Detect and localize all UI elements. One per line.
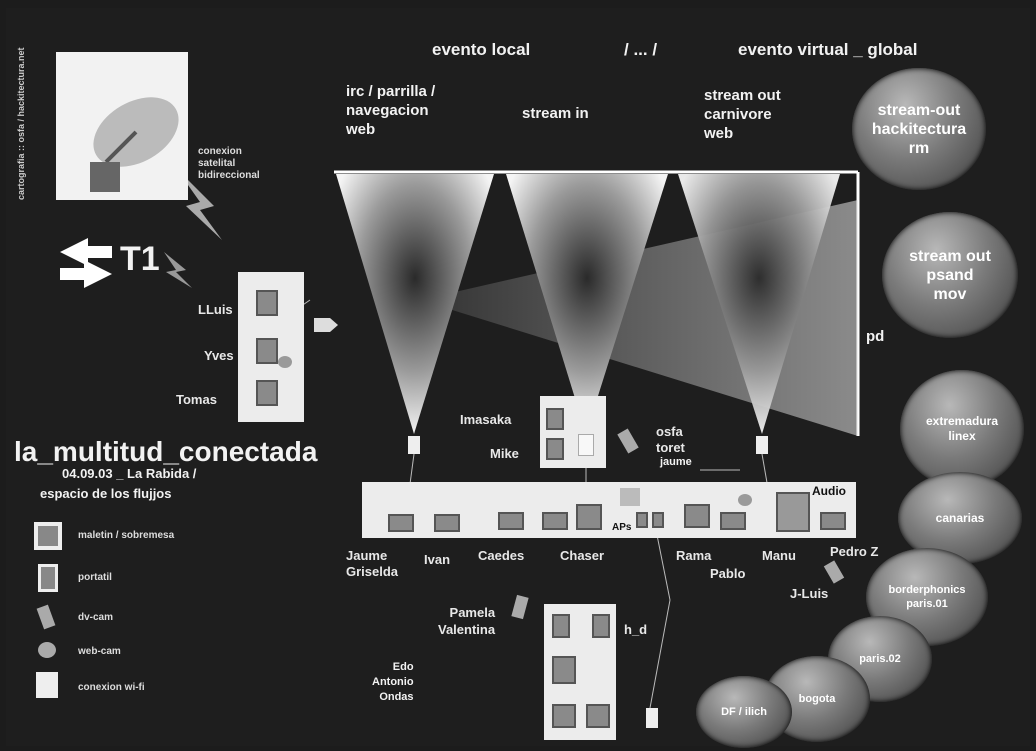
projector-icon <box>408 436 420 454</box>
maletin-icon <box>552 656 576 684</box>
aps-label: APs <box>612 522 632 533</box>
legend-label: dv-cam <box>78 612 114 623</box>
title-date: 04.09.03 _ La Rabida / <box>62 466 197 481</box>
web-cam-icon <box>38 642 56 658</box>
satellite-dish-image <box>56 52 188 200</box>
laptop-icon <box>256 380 278 406</box>
person-yves: Yves <box>204 348 234 363</box>
lightning-icon <box>176 168 222 240</box>
person-pablo: Pablo <box>710 566 746 581</box>
webcam-icon <box>738 494 752 506</box>
person-mike: Mike <box>490 446 519 461</box>
webcam-icon <box>278 356 292 368</box>
projector-icon <box>646 708 658 728</box>
header-global: evento virtual _ global <box>738 40 918 59</box>
projector-icon <box>756 436 768 454</box>
laptop-icon <box>256 290 278 316</box>
lightning-icon <box>164 252 192 288</box>
wifi-icon <box>620 488 640 506</box>
header-separator: / ... / <box>624 40 658 59</box>
legend-label: conexion wi-fi <box>78 682 145 693</box>
node-df-ilich: DF / ilich <box>696 676 792 748</box>
person-manu: Manu <box>762 548 796 563</box>
arrow-right-icon <box>60 260 112 288</box>
left-panel <box>238 272 304 422</box>
person-toret: toret <box>656 440 685 455</box>
laptop-icon <box>592 614 610 638</box>
wifi-icon <box>36 672 58 698</box>
person-jluis: J-Luis <box>790 586 829 601</box>
person-pedro: Pedro Z <box>830 544 879 559</box>
main-table-panel <box>362 482 856 538</box>
person-caedes: Caedes <box>478 548 525 563</box>
portatil-icon <box>38 564 58 592</box>
ap-icon <box>652 512 664 528</box>
credit-text: cartografia :: osfa / hackitectura.net <box>16 47 26 200</box>
arrow-out-icon <box>314 318 338 332</box>
audio-label: Audio <box>812 484 846 498</box>
person-jaume-small: jaume <box>660 456 692 468</box>
laptop-icon <box>546 408 564 430</box>
cone-irc <box>336 174 494 434</box>
maletin-icon <box>684 504 710 528</box>
maletin-icon <box>720 512 746 530</box>
person-rama: Rama <box>676 548 712 563</box>
hd-panel <box>544 604 616 740</box>
page-title: la_multitud_conectada <box>14 436 318 467</box>
maletin-icon <box>434 514 460 532</box>
person-chaser: Chaser <box>560 548 605 563</box>
ap-icon <box>636 512 648 528</box>
center-panel <box>540 396 606 468</box>
maletin-icon <box>34 522 62 550</box>
maletin-icon <box>552 704 576 728</box>
laptop-icon <box>546 438 564 460</box>
hd-label: h_d <box>624 622 648 637</box>
legend-label: maletin / sobremesa <box>78 530 175 541</box>
person-ivan: Ivan <box>424 552 451 567</box>
person-tomas: Tomas <box>176 392 217 407</box>
title-sub: espacio de los flujjos <box>40 486 172 501</box>
legend-label: web-cam <box>78 646 121 657</box>
legend-label: portatil <box>78 572 112 583</box>
person-lluis: LLuis <box>198 302 233 317</box>
arrow-left-icon <box>60 238 112 266</box>
audio-mixer-icon <box>776 492 810 532</box>
maletin-icon <box>542 512 568 530</box>
laptop-icon <box>256 338 278 364</box>
cone-stream-in <box>506 174 668 434</box>
maletin-icon <box>586 704 610 728</box>
maletin-icon <box>388 514 414 532</box>
maletin-icon <box>498 512 524 530</box>
projector-icon <box>578 434 594 456</box>
t1-label: T1 <box>120 240 160 278</box>
header-local: evento local <box>432 40 531 59</box>
laptop-icon <box>552 614 570 638</box>
maletin-icon <box>820 512 846 530</box>
cone-stream-out <box>678 174 840 434</box>
person-imasaka: Imasaka <box>460 412 512 427</box>
stream-in-label: stream in <box>522 105 589 122</box>
maletin-icon <box>576 504 602 530</box>
person-osfa: osfa <box>656 424 683 439</box>
pd-label: pd <box>866 328 885 345</box>
